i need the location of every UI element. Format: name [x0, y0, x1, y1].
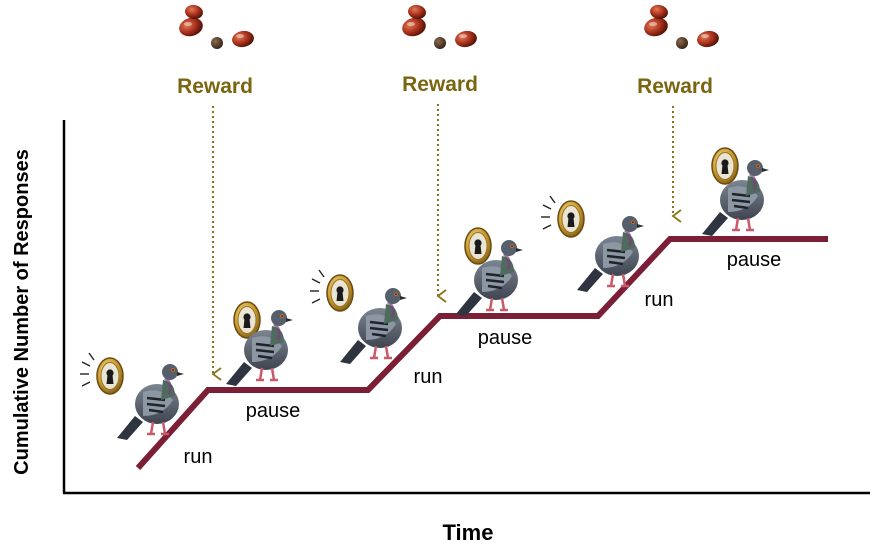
- food-pellets-icon: [642, 3, 721, 50]
- pecking-sparkle-icon: [309, 269, 325, 304]
- y-axis-label: Cumulative Number of Responses: [11, 149, 33, 475]
- phase-label: pause: [246, 400, 301, 422]
- phase-label: run: [645, 289, 674, 311]
- reward-marker-2: Reward: [400, 3, 479, 303]
- keyhole-key-icon: [557, 200, 585, 238]
- phase-run-1: run: [79, 352, 213, 468]
- axes: [62, 120, 870, 495]
- reward-label: Reward: [637, 75, 713, 98]
- phase-run-3: run: [540, 195, 674, 311]
- reward-marker-1: Reward: [177, 3, 256, 381]
- food-pellets-icon: [400, 3, 479, 50]
- phase-pause-3: pause: [700, 147, 782, 271]
- phase-label: run: [414, 366, 443, 388]
- keyhole-key-icon: [96, 357, 124, 395]
- reward-label: Reward: [177, 75, 253, 98]
- cumulative-record-curve: [135, 236, 828, 471]
- phase-run-2: run: [309, 269, 443, 388]
- keyhole-key-icon: [464, 227, 492, 265]
- phase-pause-2: pause: [454, 227, 533, 349]
- food-pellets-icon: [177, 3, 256, 50]
- x-axis-label: Time: [443, 520, 494, 545]
- reward-marker-3: Reward: [637, 3, 721, 223]
- phase-label: pause: [727, 249, 782, 271]
- keyhole-key-icon: [326, 274, 354, 312]
- pecking-sparkle-icon: [79, 352, 95, 387]
- pecking-sparkle-icon: [540, 195, 556, 230]
- reward-label: Reward: [402, 73, 478, 96]
- keyhole-key-icon: [711, 147, 739, 185]
- phase-pause-1: pause: [224, 301, 301, 422]
- phase-label: pause: [478, 327, 533, 349]
- phase-label: run: [184, 446, 213, 468]
